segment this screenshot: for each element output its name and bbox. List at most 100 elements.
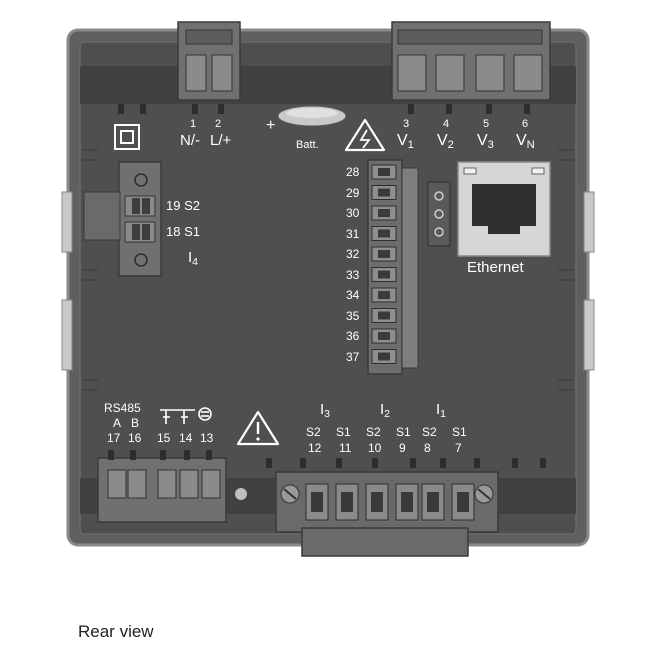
rs485-terminal-17	[107, 469, 127, 499]
supply-num-2: 2	[215, 118, 222, 130]
voltage-terminal-3	[397, 54, 427, 92]
current-input-n2-label: 10	[368, 441, 382, 455]
io-terminal-slot-opening	[378, 168, 390, 176]
io-terminal-label: 29	[346, 185, 360, 200]
figure-caption: Rear view	[78, 622, 154, 641]
io-terminal-slot-opening	[378, 229, 390, 238]
current-terminal-slot-opening	[457, 492, 469, 512]
relay-terminal-15	[157, 469, 177, 499]
rs485-b-label: B	[131, 416, 140, 430]
led-strip	[427, 181, 451, 247]
current-input-s1-label: S1	[452, 425, 467, 439]
io-terminal-label: 30	[346, 206, 360, 220]
io-terminal-slot-opening	[378, 250, 390, 258]
voltage-num-4: 4	[443, 118, 450, 130]
current-input-title: I2	[380, 402, 390, 420]
warning-exclamation-icon	[236, 410, 280, 446]
current-input-subscript: 3	[324, 408, 331, 420]
supply-terminal-2	[211, 54, 233, 92]
housing-ribs	[82, 149, 574, 391]
current-input-n2-label: 12	[308, 441, 322, 455]
current-terminal-slot-opening	[311, 492, 323, 512]
voltage-label-v1: V1	[397, 132, 414, 151]
io-terminal-label: 31	[346, 226, 360, 241]
side-clip-left-1	[61, 191, 73, 253]
top-pins	[118, 104, 530, 114]
current-input-n1-label: 9	[399, 441, 406, 455]
supply-num-1: 1	[190, 118, 197, 130]
led-3	[434, 227, 444, 237]
current-input-subscript: 1	[440, 408, 447, 420]
rs485-17-label: 17	[107, 431, 121, 445]
io-terminal-label: 28	[346, 165, 360, 179]
battery-label: Batt.	[296, 139, 319, 151]
supply-label-l: L/+	[210, 132, 232, 149]
current-input-name: I	[380, 401, 385, 418]
io-terminal-slot-opening	[378, 352, 390, 361]
rs485-a-label: A	[113, 416, 122, 430]
io-terminal-slot-opening	[378, 270, 390, 279]
voltage-label-v2: V2	[437, 132, 454, 151]
relay-14-label: 14	[179, 431, 193, 445]
io-terminal-label: 35	[346, 308, 360, 323]
relay-terminal-13	[201, 469, 221, 499]
side-clip-left-2	[61, 299, 73, 371]
current-input-n1-label: 7	[455, 441, 462, 455]
supply-terminal-1	[185, 54, 207, 92]
rs485-16-label: 16	[128, 431, 142, 445]
indicator-dot	[235, 488, 247, 500]
screw-icon	[280, 484, 300, 504]
io-terminal-slot-opening	[378, 332, 390, 340]
current-input-name: I	[320, 401, 325, 418]
current-input-n1-label: 11	[339, 441, 352, 455]
led-2	[434, 209, 444, 219]
current-terminal-slot-opening	[341, 492, 353, 512]
io-terminal-label: 37	[346, 349, 360, 364]
bottom-pins	[108, 450, 546, 468]
current-terminal-slot-opening	[401, 492, 413, 512]
current-input-s1-label: S1	[336, 425, 351, 439]
battery-plus: +	[266, 117, 276, 134]
rs485-terminal-16	[127, 469, 147, 499]
io-terminal-label: 34	[346, 288, 360, 302]
current-input-s2-label: S2	[422, 425, 437, 439]
i4-terminal-block	[118, 161, 162, 277]
current-input-s1-label: S1	[396, 425, 411, 439]
current-input-name: I	[436, 401, 441, 418]
i4-s1-label: 18 S1	[166, 224, 200, 239]
current-terminal-slot-opening	[371, 492, 383, 512]
voltage-num-3: 3	[403, 118, 410, 130]
io-terminal-slot-opening	[378, 188, 390, 197]
voltage-label-v3: V3	[477, 132, 494, 151]
current-terminal-slot-opening	[427, 492, 439, 512]
voltage-num-5: 5	[483, 118, 490, 130]
current-input-n2-label: 8	[424, 441, 431, 455]
warning-lightning-icon	[344, 118, 386, 152]
relay-15-label: 15	[157, 431, 171, 445]
relay-terminal-14	[179, 469, 199, 499]
io-terminal-label: 33	[346, 267, 360, 282]
io-terminal-label: 32	[346, 247, 360, 261]
current-input-title: I3	[320, 402, 330, 420]
io-terminal-label: 36	[346, 329, 360, 343]
screw-icon	[474, 484, 494, 504]
i4-s2-label: 19 S2	[166, 198, 200, 213]
relay-13-label: 13	[200, 431, 214, 445]
rj45-port-icon	[457, 161, 551, 257]
io-terminal-slot-opening	[378, 209, 390, 217]
io-terminal-slot-opening	[378, 291, 390, 299]
voltage-terminal-4	[435, 54, 465, 92]
current-input-subscript: 2	[384, 408, 391, 420]
voltage-terminal-5	[475, 54, 505, 92]
voltage-label-vn: VN	[516, 132, 535, 151]
supply-label-n: N/-	[180, 132, 200, 149]
i4-label: I4	[188, 249, 199, 268]
double-square-icon	[114, 124, 140, 150]
led-1	[434, 191, 444, 201]
current-terminal-slots	[305, 483, 475, 521]
ethernet-label: Ethernet	[467, 259, 524, 276]
side-clip-right-2	[583, 299, 595, 371]
io-terminal-slots	[371, 164, 397, 364]
